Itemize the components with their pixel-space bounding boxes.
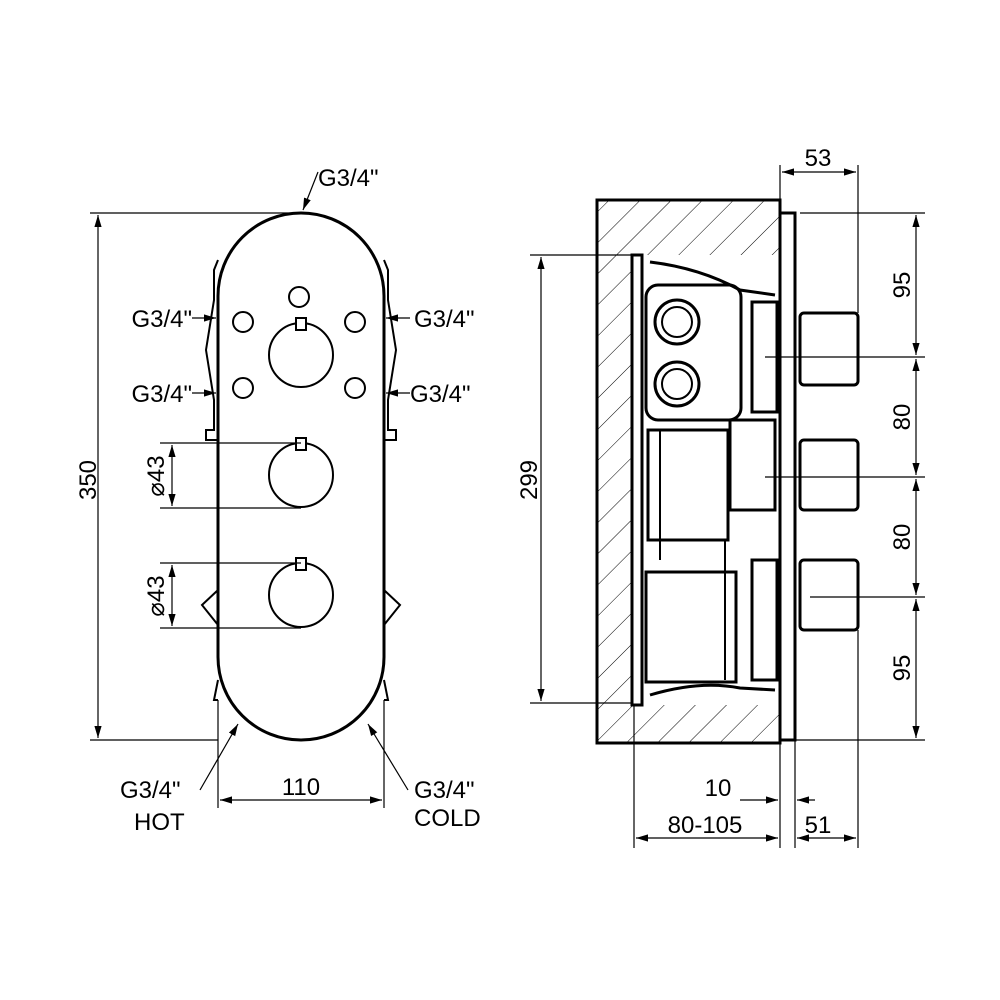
projection-dim-label: 53 bbox=[805, 145, 832, 172]
width-dimension bbox=[217, 700, 385, 808]
knob1-diameter-label: ⌀43 bbox=[143, 455, 170, 496]
flow-knob-side bbox=[798, 438, 860, 512]
right-lower-connection-label: G3/4" bbox=[410, 381, 471, 408]
outlet-holes bbox=[232, 286, 366, 399]
front-view: 350 ⌀43 ⌀43 110 G3/4" G3/4" G3/4" bbox=[75, 165, 481, 836]
plate-dim-label: 10 bbox=[705, 775, 732, 802]
cold-connection-label: G3/4" bbox=[414, 777, 475, 804]
height-dimension bbox=[90, 212, 300, 741]
left-upper-connection-label: G3/4" bbox=[131, 306, 192, 333]
spacing-dim-3: 80 bbox=[889, 524, 916, 551]
valve-body-detail bbox=[659, 306, 726, 680]
spacing-dim-1: 95 bbox=[889, 272, 916, 299]
valve-body bbox=[630, 253, 779, 707]
body-height-dim-label: 299 bbox=[516, 460, 543, 500]
wall-depth-dim-label: 80-105 bbox=[668, 812, 743, 839]
flow-knob bbox=[268, 437, 334, 508]
right-upper-connection-label: G3/4" bbox=[414, 306, 475, 333]
thermostat-knob bbox=[268, 557, 334, 628]
width-dim-label: 110 bbox=[282, 774, 320, 801]
thermostat-knob-side bbox=[798, 558, 860, 632]
knob2-diameter-label: ⌀43 bbox=[143, 575, 170, 616]
side-view: 53 95 80 80 95 299 10 80-105 51 bbox=[516, 145, 925, 848]
height-dim-label: 350 bbox=[75, 460, 102, 500]
left-lower-connection-label: G3/4" bbox=[131, 381, 192, 408]
diverter-knob bbox=[268, 317, 334, 388]
knob-depth-dim-label: 51 bbox=[805, 812, 832, 839]
cover-plate bbox=[216, 211, 386, 742]
spacing-dim-2: 80 bbox=[889, 404, 916, 431]
knob1-diameter-dimension bbox=[160, 442, 301, 629]
hot-connection-label: G3/4" bbox=[120, 777, 181, 804]
mounting-brackets bbox=[200, 259, 402, 701]
cold-label: COLD bbox=[414, 805, 481, 832]
diverter-knob-side bbox=[798, 311, 860, 387]
hot-label: HOT bbox=[134, 809, 185, 836]
spacing-dim-4: 95 bbox=[889, 655, 916, 682]
top-connection-label: G3/4" bbox=[318, 165, 379, 192]
side-dimensions bbox=[530, 165, 925, 848]
connection-leaders bbox=[192, 171, 410, 791]
